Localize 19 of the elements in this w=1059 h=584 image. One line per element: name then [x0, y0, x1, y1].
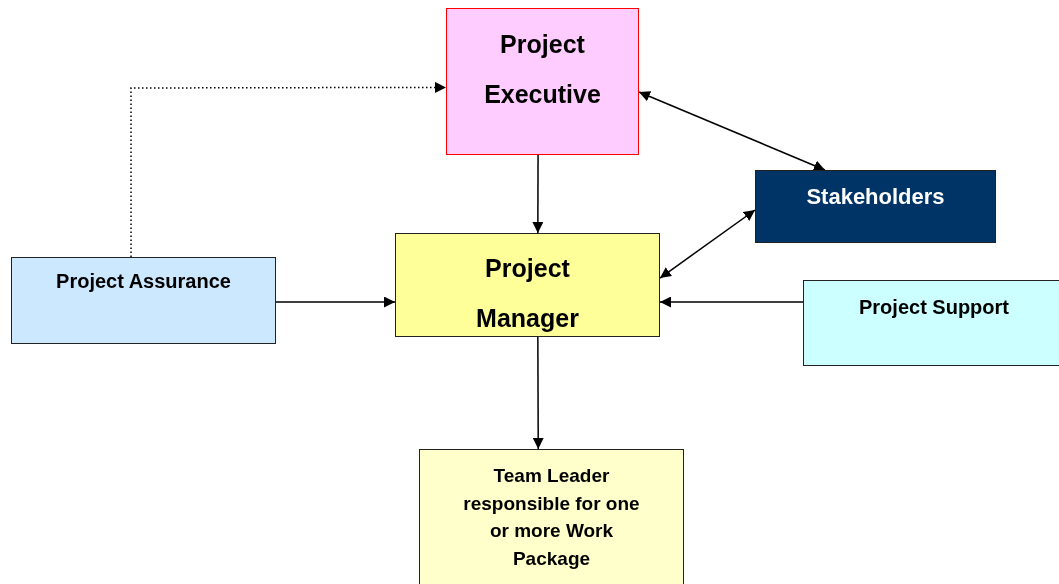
- node-label: Project Executive: [483, 29, 602, 110]
- support-box: [803, 280, 1059, 366]
- arrow: [532, 154, 544, 234]
- node-label: Project Assurance: [56, 269, 231, 293]
- node-label: Stakeholders: [806, 184, 945, 211]
- node-label: Project Support: [859, 295, 1009, 319]
- assurance-box: [11, 257, 276, 344]
- manager-box: [395, 233, 660, 337]
- arrow: [659, 296, 804, 308]
- node-label: Team Leader responsible for one or more Work Package: [462, 464, 641, 571]
- double-arrow: [659, 209, 756, 279]
- team-leader-box: [419, 449, 684, 584]
- double-arrow: [638, 91, 826, 171]
- stakeholder-box: [755, 170, 996, 243]
- dotted-arrow: [130, 81, 447, 258]
- executive-box: [446, 8, 639, 155]
- arrow: [532, 336, 544, 450]
- node-label: Project Manager: [475, 253, 580, 334]
- arrow: [275, 296, 396, 308]
